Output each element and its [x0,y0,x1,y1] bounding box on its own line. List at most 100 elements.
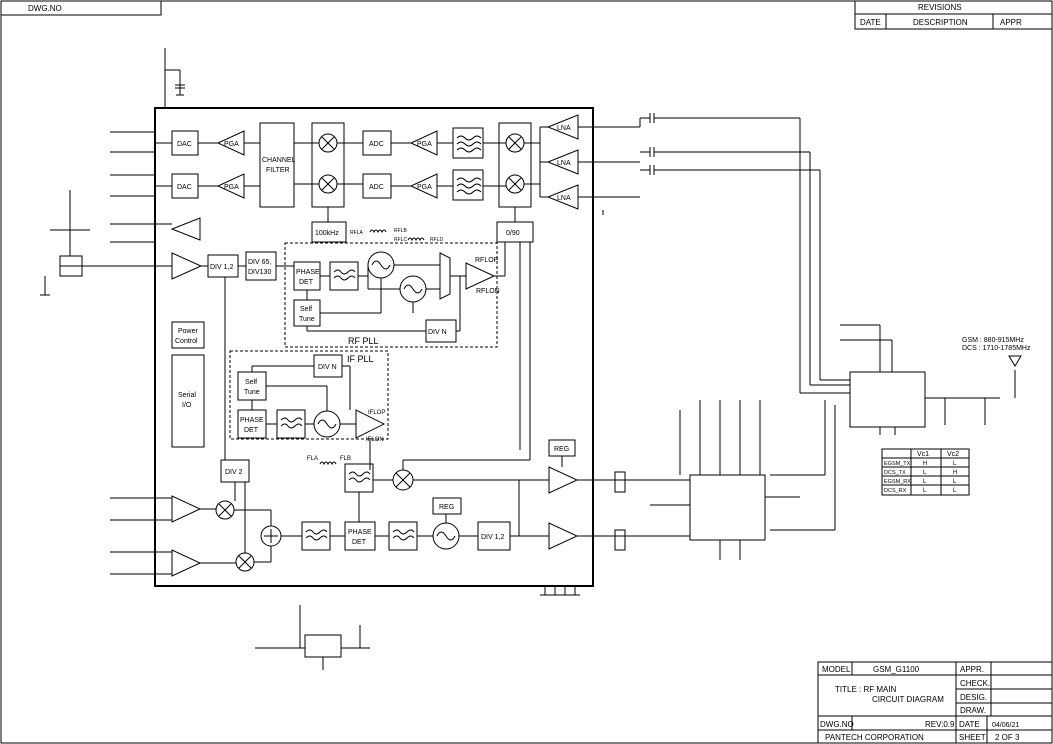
appr-label: APPR. [960,665,984,674]
block-label: PHASE [296,269,320,276]
loop-filter-rf [329,261,359,291]
channel-filter-block [259,122,295,208]
bottom-regulator-circuit [255,605,370,670]
block-label: REG [439,504,454,511]
if-pll-label: IF PLL [347,354,374,364]
block-label: CHANNEL [262,157,296,164]
rx-signal-path [110,126,640,222]
dwg-no-label-2: DWG.NO [820,720,854,729]
block-label: I/O [182,402,192,409]
rf-pll-wiring [224,242,506,460]
tx-mixer-q [235,552,255,572]
block-label: L [953,488,957,494]
block-label: IFLON [366,437,384,443]
tx-out-amp-2 [548,522,579,550]
block-label: LNA [557,125,571,132]
gsm-band-note: GSM : 880-915MHz [962,337,1024,344]
model-value: GSM_G1100 [873,665,920,674]
date-value: 04/06/21 [992,722,1019,729]
title-line-2: CIRCUIT DIAGRAM [872,695,944,704]
block-label: L [923,479,927,485]
if-inductor [319,461,337,466]
rf-transceiver-ic [154,107,594,587]
input-buffer-amp-1 [110,217,201,243]
block-label: FILTER [266,167,290,174]
revisions-table: REVISIONS DATE DESCRIPTION APPR [854,0,1053,30]
rx-saw-network [602,113,850,394]
title-block: MODEL GSM_G1100 TITLE : RF MAIN CIRCUIT … [817,661,1053,744]
block-label: L [923,470,927,476]
block-label: L [953,479,957,485]
block-label: EGSM_RX [884,479,911,485]
sheet-value: 2 OF 3 [995,733,1020,742]
block-label: Vc1 [917,451,929,458]
block-label: RFLC [394,237,407,243]
block-label: IFLOP [368,410,385,416]
block-label: 0/90 [506,230,520,237]
block-label: FLA [307,456,318,462]
model-label: MODEL [822,665,851,674]
tx-filter-2 [388,521,418,551]
check-label: CHECK. [960,679,990,688]
reg-block-tx [432,497,462,515]
block-label: RFLON [476,288,500,295]
serial-io-block [171,354,205,448]
tx-mixer-i [215,500,235,520]
block-label: DIV 1,2 [210,264,233,271]
block-label: EGSM_TX [884,461,911,467]
block-label: DET [299,279,314,286]
block-label: DIV 1,2 [481,534,504,541]
mixer-3 [505,133,525,153]
block-label: PGA [417,184,432,191]
ic-bottom-pins [540,586,580,596]
tx-summer [260,525,282,547]
revisions-col-appr: APPR [1000,18,1022,27]
title-line-1: TITLE : RF MAIN [835,685,897,694]
block-label: Tune [299,316,315,323]
ref-clock-amp [60,252,203,280]
block-label: LNA [557,195,571,202]
block-label: DIV N [428,329,447,336]
block-label: DAC [177,184,192,191]
block-label: Control [175,338,198,345]
block-label: LNA [557,160,571,167]
dwg-no-header: DWG.NO [0,0,162,16]
block-label: PGA [224,141,239,148]
tx-out-amp-1 [548,466,579,494]
tx-input-amp-2 [110,549,202,577]
tx-mixer-offset [392,469,414,491]
block-label: PGA [224,184,239,191]
block-label: H [953,470,957,476]
block-label: PHASE [240,417,264,424]
block-label: ADC [369,184,384,191]
rf-pll-label: RF PLL [348,336,379,346]
block-label: DIV 2 [225,469,243,476]
tx-vco [432,522,460,550]
mixer-column-2 [498,122,532,208]
block-label: DET [244,427,259,434]
rf-inductor-1 [369,229,387,234]
block-label: DET [352,539,367,546]
rf-pll-region [284,242,498,348]
rf-vco-1 [367,251,395,279]
block-label: L [923,488,927,494]
quadrature-0-90-block [496,221,534,243]
revisions-col-date: DATE [860,18,881,27]
if-vco [313,410,341,438]
lowpass-filter-rx-1 [452,127,484,159]
block-label: Self [300,306,312,313]
osc-100khz-block [311,221,347,243]
block-label: DIV130 [248,269,271,276]
front-end-module [849,371,926,428]
block-label: DIV N [318,364,337,371]
mixer-1 [318,133,338,153]
tx-wiring [200,242,610,564]
block-label: 100kHz [315,230,339,237]
block-label: H [923,461,927,467]
block-label: DCS_RX [884,488,907,494]
rf-inductor-2 [407,237,425,242]
company-name: PANTECH CORPORATION [825,733,924,742]
tx-filter-1 [301,521,331,551]
